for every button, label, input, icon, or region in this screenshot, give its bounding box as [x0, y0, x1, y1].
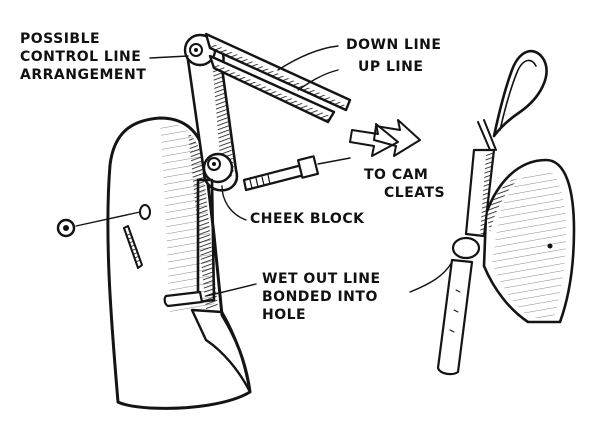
bolt: [242, 155, 351, 192]
rudder-head: [106, 116, 252, 410]
label-down-line: DOWN LINE: [346, 37, 442, 53]
label-to-cam: TO CAM: [364, 167, 429, 183]
label-cheek-block: CHEEK BLOCK: [250, 211, 365, 227]
control-lines: [204, 32, 352, 124]
detail-view: [409, 49, 576, 376]
arrows-to-cam-cleats: [349, 119, 421, 157]
label-up-line: UP LINE: [358, 59, 424, 75]
cheek-block-lever: [163, 33, 239, 308]
label-bonded-into: BONDED INTO: [262, 289, 378, 305]
label-possible: POSSIBLE: [20, 31, 101, 47]
label-control-line: CONTROL LINE: [20, 49, 142, 65]
nut: [56, 211, 141, 238]
label-hole: HOLE: [262, 307, 307, 323]
label-cleats: CLEATS: [384, 185, 446, 201]
label-wet-out-line: WET OUT LINE: [262, 271, 381, 287]
label-arrangement: ARRANGEMENT: [20, 67, 147, 83]
leader-lines: [149, 45, 339, 297]
